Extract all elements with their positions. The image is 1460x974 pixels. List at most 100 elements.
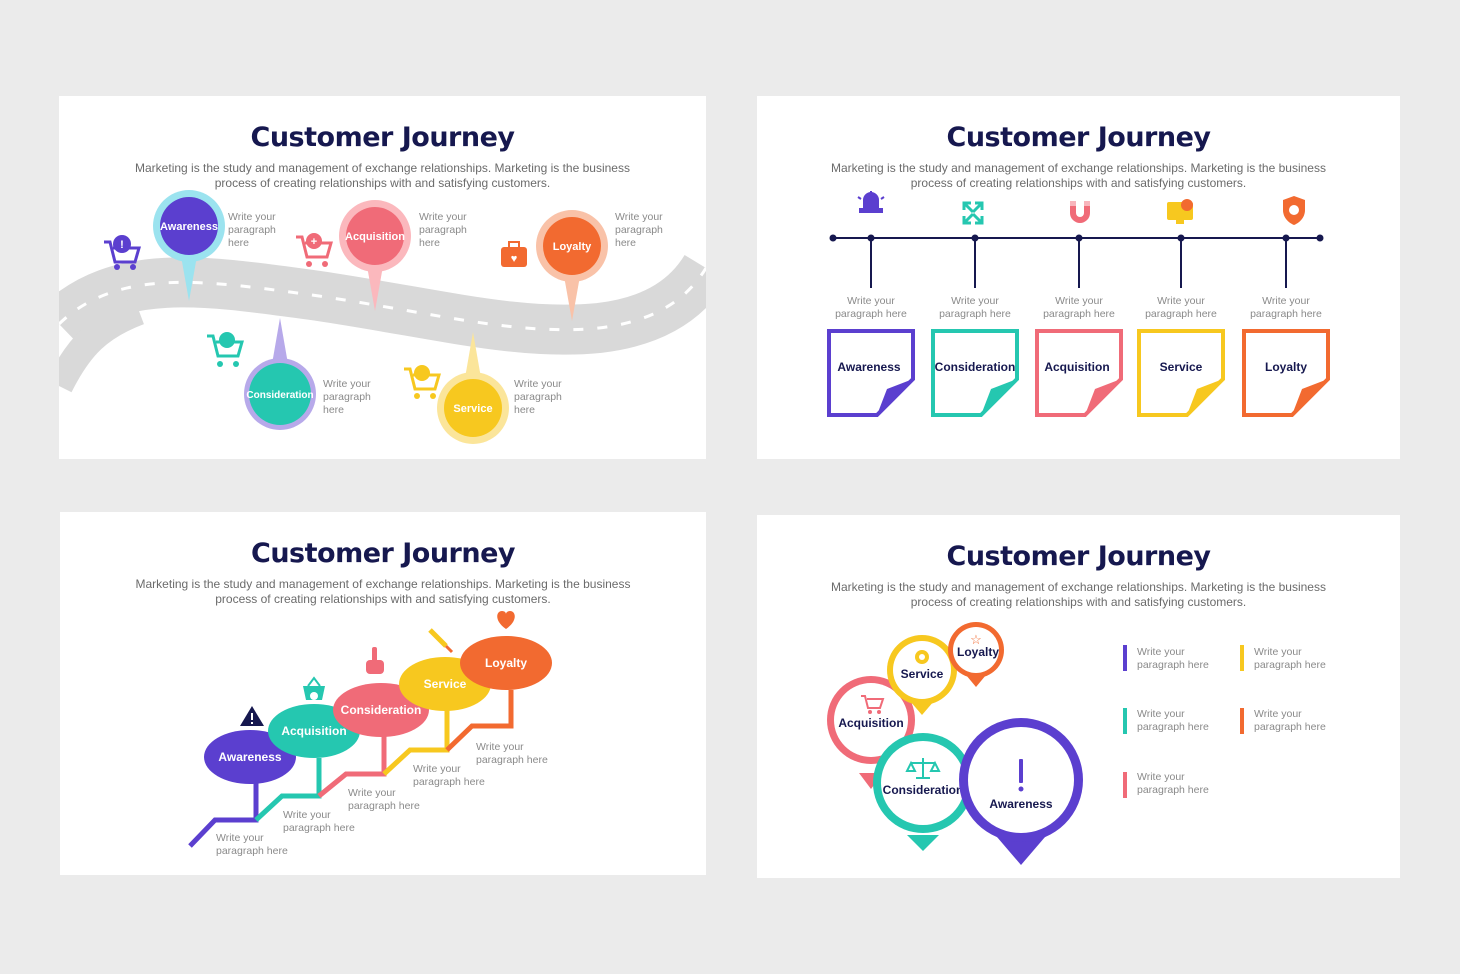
diagram-text: Acquisition xyxy=(1044,360,1109,374)
screwdriver-icon xyxy=(428,628,454,654)
diagram-text: Write your xyxy=(1157,295,1205,307)
cart-gear-icon xyxy=(404,365,441,399)
slide-title: Customer Journey xyxy=(250,122,516,153)
cart-icon xyxy=(861,695,885,714)
subtitle-line-2: process of creating relationships with a… xyxy=(214,176,551,190)
hand-pointer-icon xyxy=(366,647,384,674)
diagram-text: Write your xyxy=(1137,708,1185,720)
diagram-text: paragraph here xyxy=(1254,721,1326,733)
stair-line-consideration xyxy=(317,734,387,798)
shield-icon xyxy=(1283,196,1305,225)
diagram-text: paragraph here xyxy=(939,308,1011,320)
pin-consideration: Consideration xyxy=(244,318,316,430)
exclamation-icon xyxy=(1018,759,1024,792)
subtitle-line-1: Marketing is the study and management of… xyxy=(135,161,630,175)
diagram-text: here xyxy=(615,237,636,249)
bubble-awareness: Awareness xyxy=(204,730,296,784)
note-loyalty: Loyalty xyxy=(1242,329,1330,417)
diagram-text: Write your xyxy=(228,211,276,223)
diagram-text: paragraph here xyxy=(1137,721,1209,733)
diagram-text: Awareness xyxy=(989,797,1052,811)
diagram-text: here xyxy=(228,237,249,249)
timeline-stems xyxy=(870,238,1287,288)
pin-acquisition: Acquisition xyxy=(827,676,915,789)
diagram-text: Write your xyxy=(1254,646,1302,658)
timeline-dots xyxy=(867,234,1290,242)
pin-acquisition: Acquisition xyxy=(339,200,411,311)
magnet-icon xyxy=(1070,201,1090,223)
slide-subtitle: Marketing is the study and management of… xyxy=(817,580,1340,610)
diagram-text: Write your xyxy=(419,211,467,223)
slide-timeline-journey: Customer Journey Marketing is the study … xyxy=(757,96,1400,459)
stairs-diagram: Awareness Acquisition Consideration Serv… xyxy=(188,611,552,857)
diagram-text: paragraph here xyxy=(1137,784,1209,796)
diagram-text: ♥ xyxy=(511,253,518,265)
pins-diagram: Acquisition Service ☆ Loyalty Considerat… xyxy=(827,622,1326,865)
warning-icon xyxy=(240,706,264,726)
expand-icon xyxy=(962,201,984,225)
road xyxy=(59,254,706,355)
pin-label: Consideration xyxy=(246,390,313,401)
pin-service: Service xyxy=(437,332,509,444)
slide-subtitle: Marketing is the study and management of… xyxy=(817,161,1340,191)
pin-awareness: Awareness xyxy=(959,718,1083,865)
monitor-gear-icon xyxy=(1167,199,1193,224)
pin-service: Service xyxy=(887,635,957,715)
heart-icon xyxy=(497,611,515,629)
diagram-text: Write your xyxy=(413,763,461,775)
paragraph-service: Write your paragraph here xyxy=(514,378,562,416)
diagram-text: paragraph here xyxy=(835,308,907,320)
diagram-text: ! xyxy=(120,239,124,251)
slide-subtitle: Marketing is the study and management of… xyxy=(119,161,646,191)
diagram-text: Write your xyxy=(1254,708,1302,720)
note-service: Service xyxy=(1137,329,1225,417)
diagram-text: + xyxy=(311,236,317,248)
timeline-end-dot xyxy=(1316,234,1324,242)
diagram-text: paragraph here xyxy=(1254,659,1326,671)
diagram-text: Service xyxy=(424,677,467,691)
diagram-text: here xyxy=(323,404,344,416)
diagram-text: Write your xyxy=(1137,646,1185,658)
diagram-text: Service xyxy=(901,667,944,681)
diagram-text: paragraph xyxy=(228,224,276,236)
diagram-text: Write your xyxy=(476,741,524,753)
subtitle-line-1: Marketing is the study and management of… xyxy=(831,580,1326,594)
diagram-text: Awareness xyxy=(218,750,281,764)
bubble-loyalty: Loyalty xyxy=(460,636,552,690)
diagram-text: Loyalty xyxy=(485,656,527,670)
paragraph-acquisition: Write your paragraph here xyxy=(419,211,467,249)
slide-road-journey: Customer Journey Marketing is the study … xyxy=(59,96,706,459)
subtitle-line-2: process of creating relationships with a… xyxy=(910,176,1247,190)
diagram-text: Write your xyxy=(1262,295,1310,307)
slide-title: Customer Journey xyxy=(251,538,516,569)
diagram-text: Write your xyxy=(615,211,663,223)
diagram-text: Consideration xyxy=(341,703,422,717)
diagram-text: Loyalty xyxy=(957,645,999,659)
timeline-end-dot xyxy=(829,234,837,242)
note-acquisition: Acquisition xyxy=(1035,329,1123,417)
subtitle-line-2: process of creating relationships with a… xyxy=(910,595,1247,609)
diagram-text: here xyxy=(419,237,440,249)
diagram-text: Write your xyxy=(951,295,999,307)
diagram-text: Service xyxy=(1160,360,1203,374)
cart-alert-icon: ! xyxy=(104,235,141,270)
slide-pins-journey: Customer Journey Marketing is the study … xyxy=(757,515,1400,878)
road-lane-marking xyxy=(59,267,706,332)
paragraph-loyalty: Write your paragraph here xyxy=(615,211,663,249)
diagram-text: Loyalty xyxy=(1265,360,1307,374)
diagram-text: paragraph here xyxy=(1137,659,1209,671)
slide-subtitle: Marketing is the study and management of… xyxy=(120,577,646,607)
diagram-text: paragraph here xyxy=(348,800,420,812)
stair-line-awareness xyxy=(188,782,259,848)
diagram-text: Consideration xyxy=(883,783,964,797)
basket-icon xyxy=(303,676,325,700)
diagram-text: paragraph here xyxy=(476,754,548,766)
paragraph-consideration: Write your paragraph here xyxy=(323,378,371,416)
diagram-text: paragraph xyxy=(323,391,371,403)
diagram-text: Awareness xyxy=(837,360,900,374)
diagram-text: paragraph xyxy=(615,224,663,236)
star-icon: ☆ xyxy=(970,632,982,647)
